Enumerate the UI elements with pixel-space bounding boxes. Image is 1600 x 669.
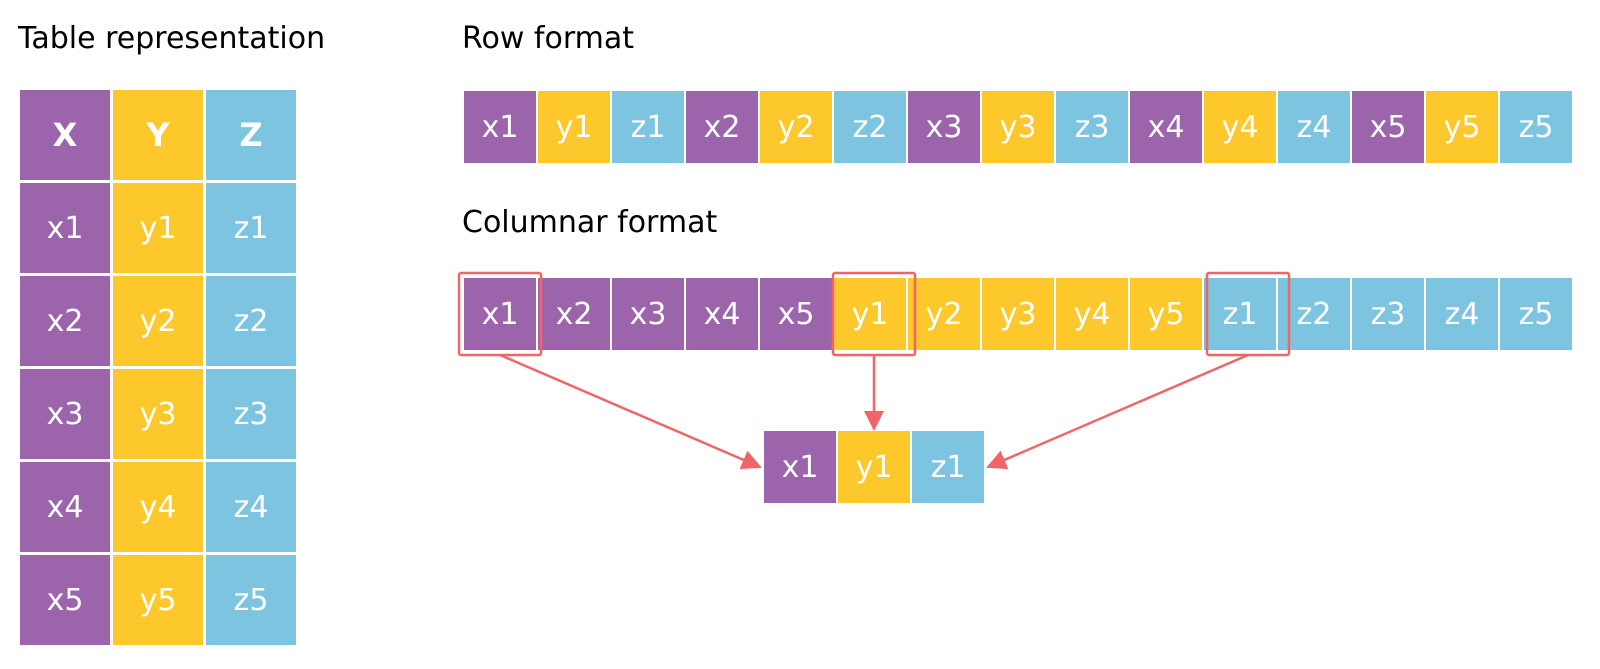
columnar-cell: y1 [834, 278, 906, 350]
reconstructed-cell: z1 [912, 431, 984, 503]
columnar-cell: x4 [686, 278, 758, 350]
row-format-cell: x5 [1352, 91, 1424, 163]
row-format-title: Row format [462, 21, 635, 56]
reconstructed-cell: y1 [838, 431, 910, 503]
columnar-cell: y3 [982, 278, 1054, 350]
row-format-cell: z3 [1056, 91, 1128, 163]
table-cell: x5 [20, 555, 110, 645]
table-cell: y5 [113, 555, 203, 645]
row-format-cell: z1 [612, 91, 684, 163]
table-cell: y4 [113, 462, 203, 552]
row-format-cell: y1 [538, 91, 610, 163]
table-cell: x2 [20, 276, 110, 366]
columnar-cell: z1 [1204, 278, 1276, 350]
table-header-z: Z [206, 90, 296, 180]
table-cell: z1 [206, 183, 296, 273]
table-cell: x4 [20, 462, 110, 552]
columnar-cell: z4 [1426, 278, 1498, 350]
row-format-strip: x1 y1 z1 x2 y2 z2 x3 y3 z3 x4 y4 z4 x5 y… [464, 91, 1572, 163]
table-cell: z5 [206, 555, 296, 645]
reconstructed-row: x1 y1 z1 [764, 431, 984, 503]
columnar-cell: y5 [1130, 278, 1202, 350]
row-format-cell: z2 [834, 91, 906, 163]
table-cell: x1 [20, 183, 110, 273]
row-format-cell: z5 [1500, 91, 1572, 163]
table-cell: y2 [113, 276, 203, 366]
table-representation-title: Table representation [18, 21, 326, 56]
arrow-z1 [986, 353, 1249, 470]
arrow-x1 [499, 353, 762, 470]
row-format-cell: x1 [464, 91, 536, 163]
row-format-cell: x4 [1130, 91, 1202, 163]
table-cell: z3 [206, 369, 296, 459]
table-cell: z2 [206, 276, 296, 366]
columnar-format-strip: x1 x2 x3 x4 x5 y1 y2 y3 y4 y5 z1 z2 z3 z… [464, 278, 1572, 350]
columnar-cell: z3 [1352, 278, 1424, 350]
row-format-cell: y3 [982, 91, 1054, 163]
columnar-cell: x1 [464, 278, 536, 350]
reconstructed-cell: x1 [764, 431, 836, 503]
columnar-cell: x3 [612, 278, 684, 350]
columnar-cell: z2 [1278, 278, 1350, 350]
table-cell: y3 [113, 369, 203, 459]
columnar-cell: y4 [1056, 278, 1128, 350]
columnar-cell: y2 [908, 278, 980, 350]
table-cell: z4 [206, 462, 296, 552]
columnar-cell: x2 [538, 278, 610, 350]
row-format-cell: x2 [686, 91, 758, 163]
table-grid: X Y Z x1 y1 z1 x2 y2 z2 x3 y3 z3 x4 y4 z… [20, 90, 296, 645]
columnar-format-title: Columnar format [462, 205, 718, 240]
columnar-cell: z5 [1500, 278, 1572, 350]
table-header-x: X [20, 90, 110, 180]
table-header-y: Y [113, 90, 203, 180]
row-format-cell: y4 [1204, 91, 1276, 163]
row-format-cell: y5 [1426, 91, 1498, 163]
columnar-cell: x5 [760, 278, 832, 350]
table-cell: x3 [20, 369, 110, 459]
row-format-cell: x3 [908, 91, 980, 163]
row-format-cell: z4 [1278, 91, 1350, 163]
row-format-cell: y2 [760, 91, 832, 163]
table-cell: y1 [113, 183, 203, 273]
